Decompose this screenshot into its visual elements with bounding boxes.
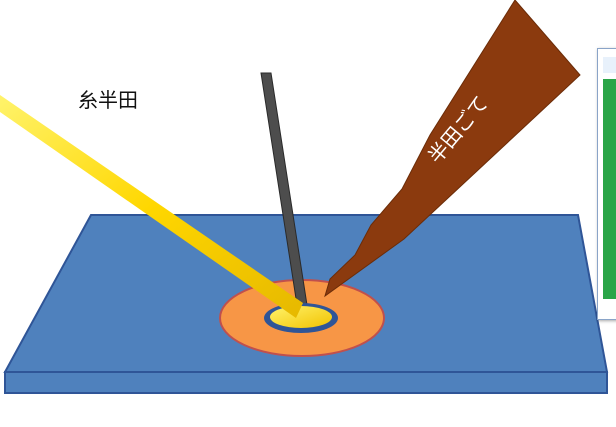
- side-window-green-area: [603, 79, 616, 299]
- side-window-fragment: [597, 48, 616, 320]
- solder-wire-label: 糸半田: [78, 88, 138, 112]
- solder-wire: [0, 95, 303, 318]
- soldering-iron: [324, 0, 581, 298]
- side-window-strip: [603, 57, 616, 73]
- pcb-board-edge: [4, 371, 608, 394]
- solder-blob: [270, 306, 332, 328]
